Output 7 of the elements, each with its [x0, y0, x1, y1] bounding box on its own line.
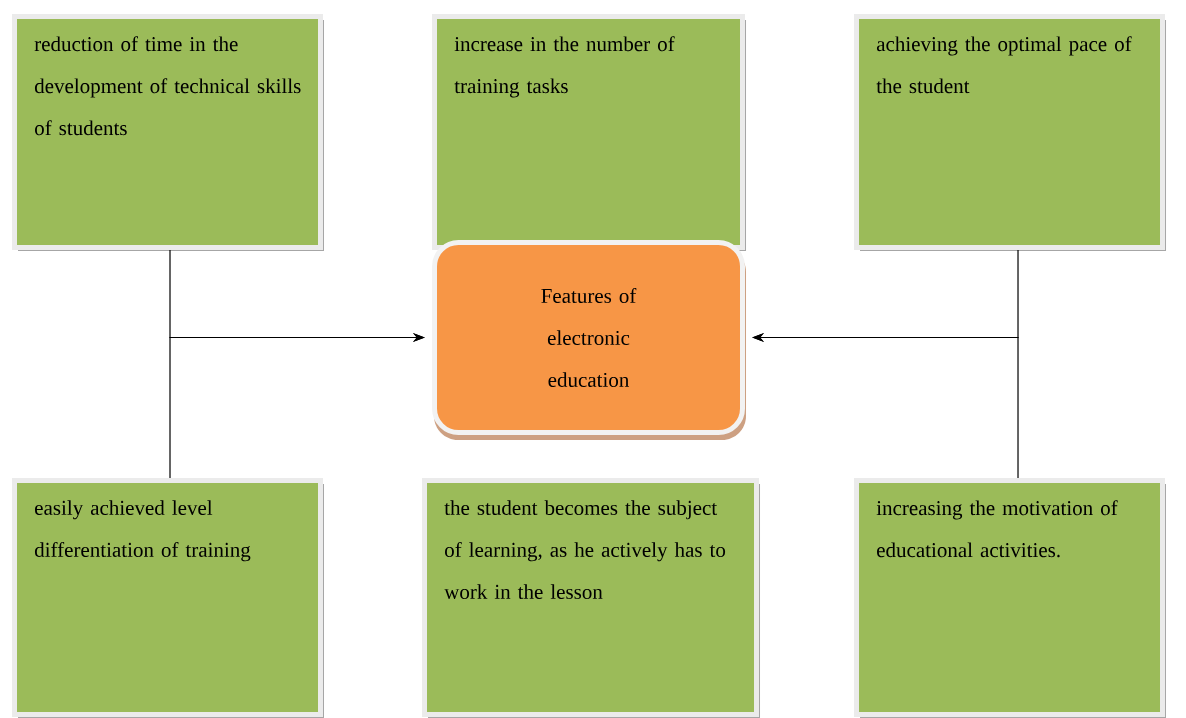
text-box: increasing the motivation of educational activities. [854, 478, 1166, 718]
text-box: reduction of time in the development of technical skills of students [12, 14, 324, 251]
text-box: the student becomes the subject of learning, as he actively has to work in the lesson [422, 478, 760, 718]
text-box: easily achieved level differentiation of training [12, 478, 324, 718]
text-box: achieving the optimal pace of the student [854, 14, 1166, 251]
title-box: Features of electronic education [432, 240, 746, 440]
text-box: increase in the number of training tasks [432, 14, 746, 251]
